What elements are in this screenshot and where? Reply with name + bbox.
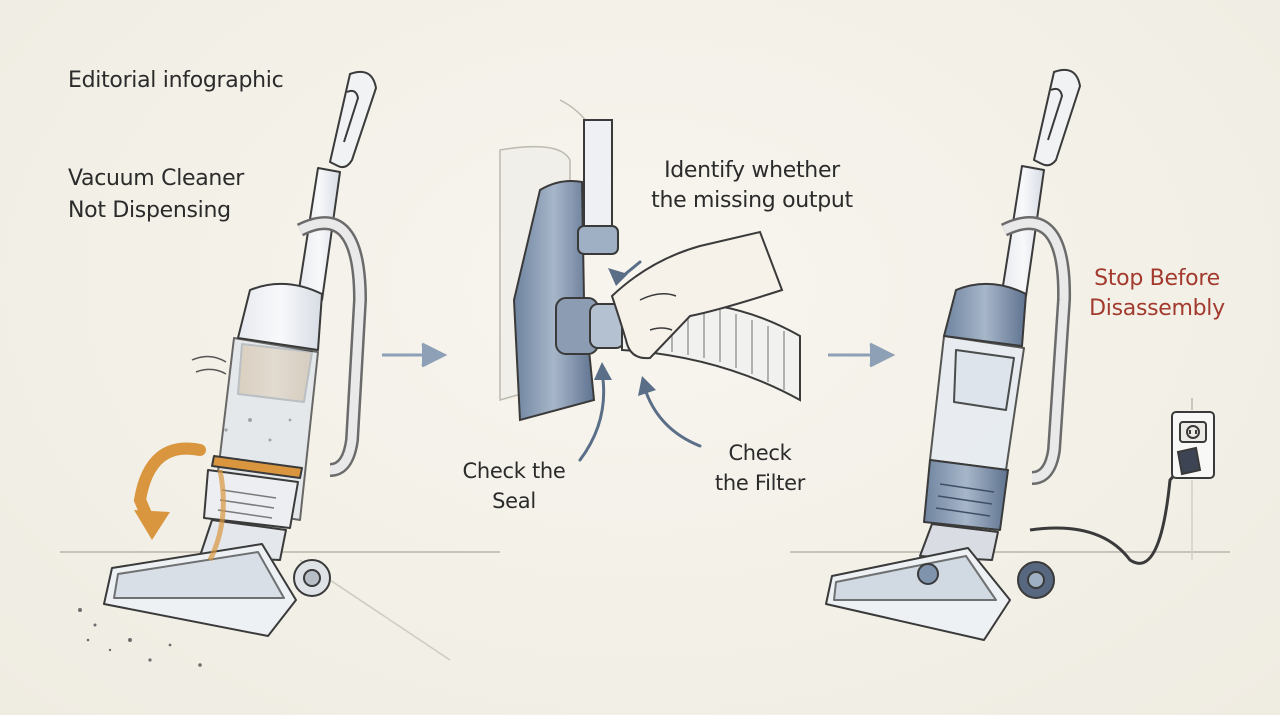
- title-label: Vacuum Cleaner Not Dispensing: [68, 163, 244, 227]
- identify-label: Identify whether the missing output: [644, 156, 860, 216]
- power-plug-icon: [1176, 446, 1202, 476]
- circulation-arrow-icon: [133, 442, 206, 534]
- vacuum-icon: [825, 68, 1081, 641]
- stop-label: Stop Before Disassembly: [1082, 264, 1232, 324]
- filter-line-2: the Filter: [714, 471, 806, 495]
- power-cord: [1029, 461, 1188, 565]
- arrow-right-icon: [828, 342, 896, 368]
- seal-label: Check the Seal: [452, 456, 576, 516]
- stop-line-2: Disassembly: [1089, 296, 1225, 321]
- identify-line-2: the missing output: [651, 188, 853, 213]
- identify-line-1: Identify whether: [664, 158, 840, 183]
- title-line-2: Not Dispensing: [68, 198, 231, 223]
- vacuum-icon: [78, 70, 377, 667]
- filter-label: Check the Filter: [700, 438, 820, 498]
- stop-line-1: Stop Before: [1094, 266, 1220, 291]
- tag-text: Editorial infographic: [68, 68, 284, 93]
- seal-line-2: Seal: [492, 489, 536, 513]
- hand-icon: [610, 230, 784, 360]
- title-line-1: Vacuum Cleaner: [68, 166, 245, 191]
- seal-line-1: Check the: [462, 459, 566, 483]
- filter-line-1: Check: [728, 441, 792, 465]
- wall-outlet-icon: [1171, 398, 1215, 560]
- tag-label: Editorial infographic: [68, 66, 284, 96]
- arrow-right-icon: [382, 342, 448, 368]
